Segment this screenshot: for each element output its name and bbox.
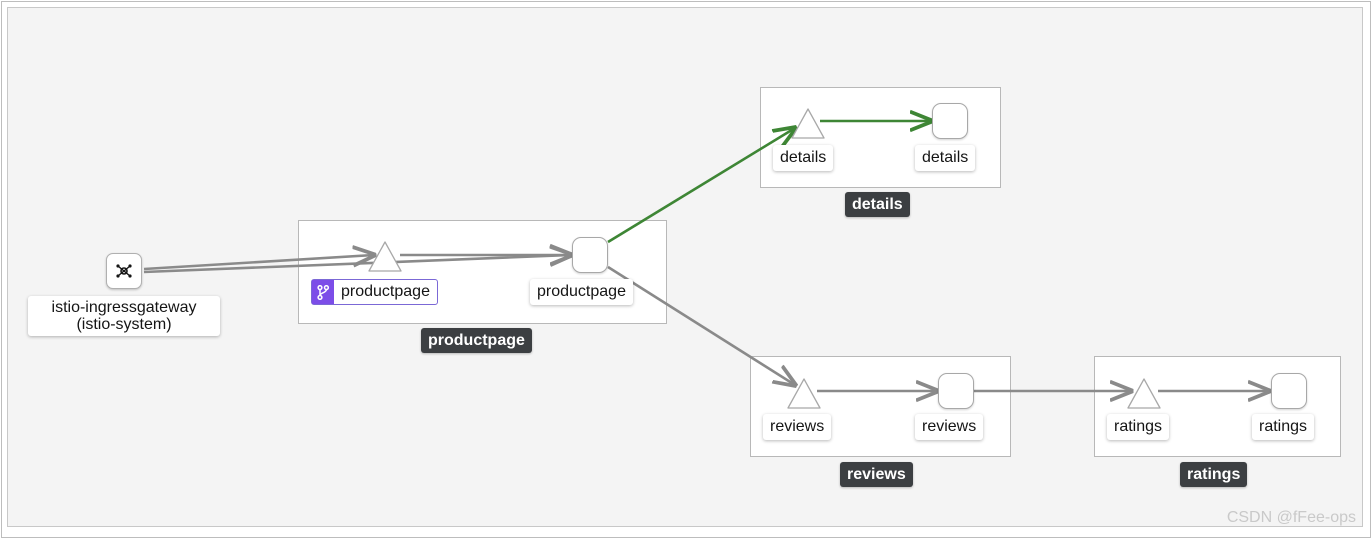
details-app-node[interactable] bbox=[790, 107, 826, 139]
reviews-group-label: reviews bbox=[840, 462, 913, 487]
details-service-label: details bbox=[915, 145, 976, 171]
productpage-app-node[interactable] bbox=[367, 240, 403, 272]
gateway-label-line2: (istio-system) bbox=[76, 316, 172, 333]
watermark: CSDN @fFee-ops bbox=[1226, 509, 1356, 526]
ratings-group-label: ratings bbox=[1180, 462, 1248, 487]
ratings-app-node[interactable] bbox=[1126, 377, 1162, 409]
details-service-node[interactable] bbox=[932, 103, 968, 139]
ratings-app-label: ratings bbox=[1107, 414, 1170, 440]
details-app-label: details bbox=[773, 145, 834, 171]
productpage-group-label: productpage bbox=[421, 328, 532, 353]
ratings-service-node[interactable] bbox=[1271, 373, 1307, 409]
reviews-app-label: reviews bbox=[763, 414, 832, 440]
reviews-app-node[interactable] bbox=[786, 377, 822, 409]
productpage-app-label: productpage bbox=[311, 279, 438, 305]
productpage-service-node[interactable] bbox=[572, 237, 608, 273]
productpage-app-label-text: productpage bbox=[341, 283, 430, 300]
reviews-service-label: reviews bbox=[915, 414, 984, 440]
group-box-productpage[interactable] bbox=[298, 220, 667, 324]
productpage-service-label: productpage bbox=[530, 279, 633, 305]
network-hub-icon bbox=[116, 264, 132, 278]
gateway-node[interactable] bbox=[106, 253, 142, 289]
ratings-service-label: ratings bbox=[1252, 414, 1315, 440]
virtual-service-branch-icon bbox=[312, 280, 334, 304]
gateway-node-label: istio-ingressgateway (istio-system) bbox=[28, 296, 220, 336]
reviews-service-node[interactable] bbox=[938, 373, 974, 409]
gateway-label-line1: istio-ingressgateway bbox=[51, 299, 197, 316]
details-group-label: details bbox=[845, 192, 910, 217]
